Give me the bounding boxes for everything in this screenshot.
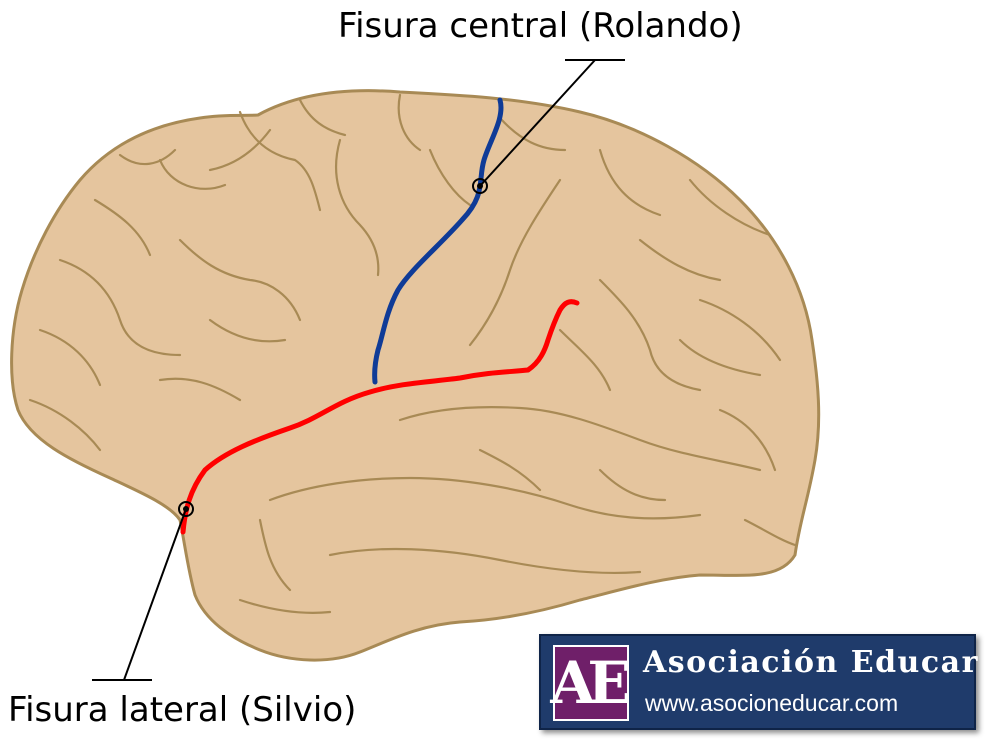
sulcus-line <box>93 148 227 257</box>
central-fissure-label: Fisura central (Rolando) <box>338 6 743 46</box>
sulcus-line <box>428 116 567 207</box>
sulcus-line <box>328 547 642 574</box>
logo-organization-name: Asociación Educar <box>643 645 979 680</box>
brand-logo: AE Asociación Educar www.asocioneducar.c… <box>539 634 979 730</box>
sulcus-line <box>468 178 562 347</box>
sulcus-line <box>558 328 777 472</box>
logo-initials: AE <box>550 649 631 717</box>
callout-marker-icon <box>178 501 194 517</box>
logo-website-url: www.asocioneducar.com <box>645 690 899 716</box>
sulcus-line <box>268 476 702 520</box>
brain-silhouette <box>10 89 821 662</box>
central-fissure-callout <box>472 59 625 194</box>
sulcus-line <box>335 138 380 277</box>
sulcus-line <box>158 318 287 402</box>
logo-mark: AE <box>550 645 632 721</box>
callout-line <box>123 508 187 681</box>
sulcus-line <box>688 178 782 362</box>
sulcus-line <box>298 93 422 152</box>
sulcus-line <box>598 278 702 392</box>
callout-marker-dot-icon <box>477 183 483 189</box>
brain-outline <box>10 89 821 662</box>
sulcus-line <box>178 238 302 322</box>
sulcus-line <box>238 518 332 614</box>
sulcus-line <box>398 406 762 472</box>
sulcus-line <box>678 338 797 547</box>
sulci-lines <box>28 93 797 614</box>
callout-line <box>479 59 596 187</box>
sulcus-line <box>208 110 322 212</box>
callout-marker-dot-icon <box>183 506 189 512</box>
lateral-fissure-callout <box>92 501 194 681</box>
sulcus-line <box>28 328 102 452</box>
lateral-fissure-line <box>180 299 580 535</box>
sulcus-line <box>598 148 722 282</box>
sulcus-line <box>58 258 182 357</box>
callout-marker-icon <box>472 178 488 194</box>
lateral-fissure-label: Fisura lateral (Silvio) <box>8 690 357 730</box>
sulcus-line <box>478 448 667 502</box>
central-fissure-line <box>372 97 504 385</box>
